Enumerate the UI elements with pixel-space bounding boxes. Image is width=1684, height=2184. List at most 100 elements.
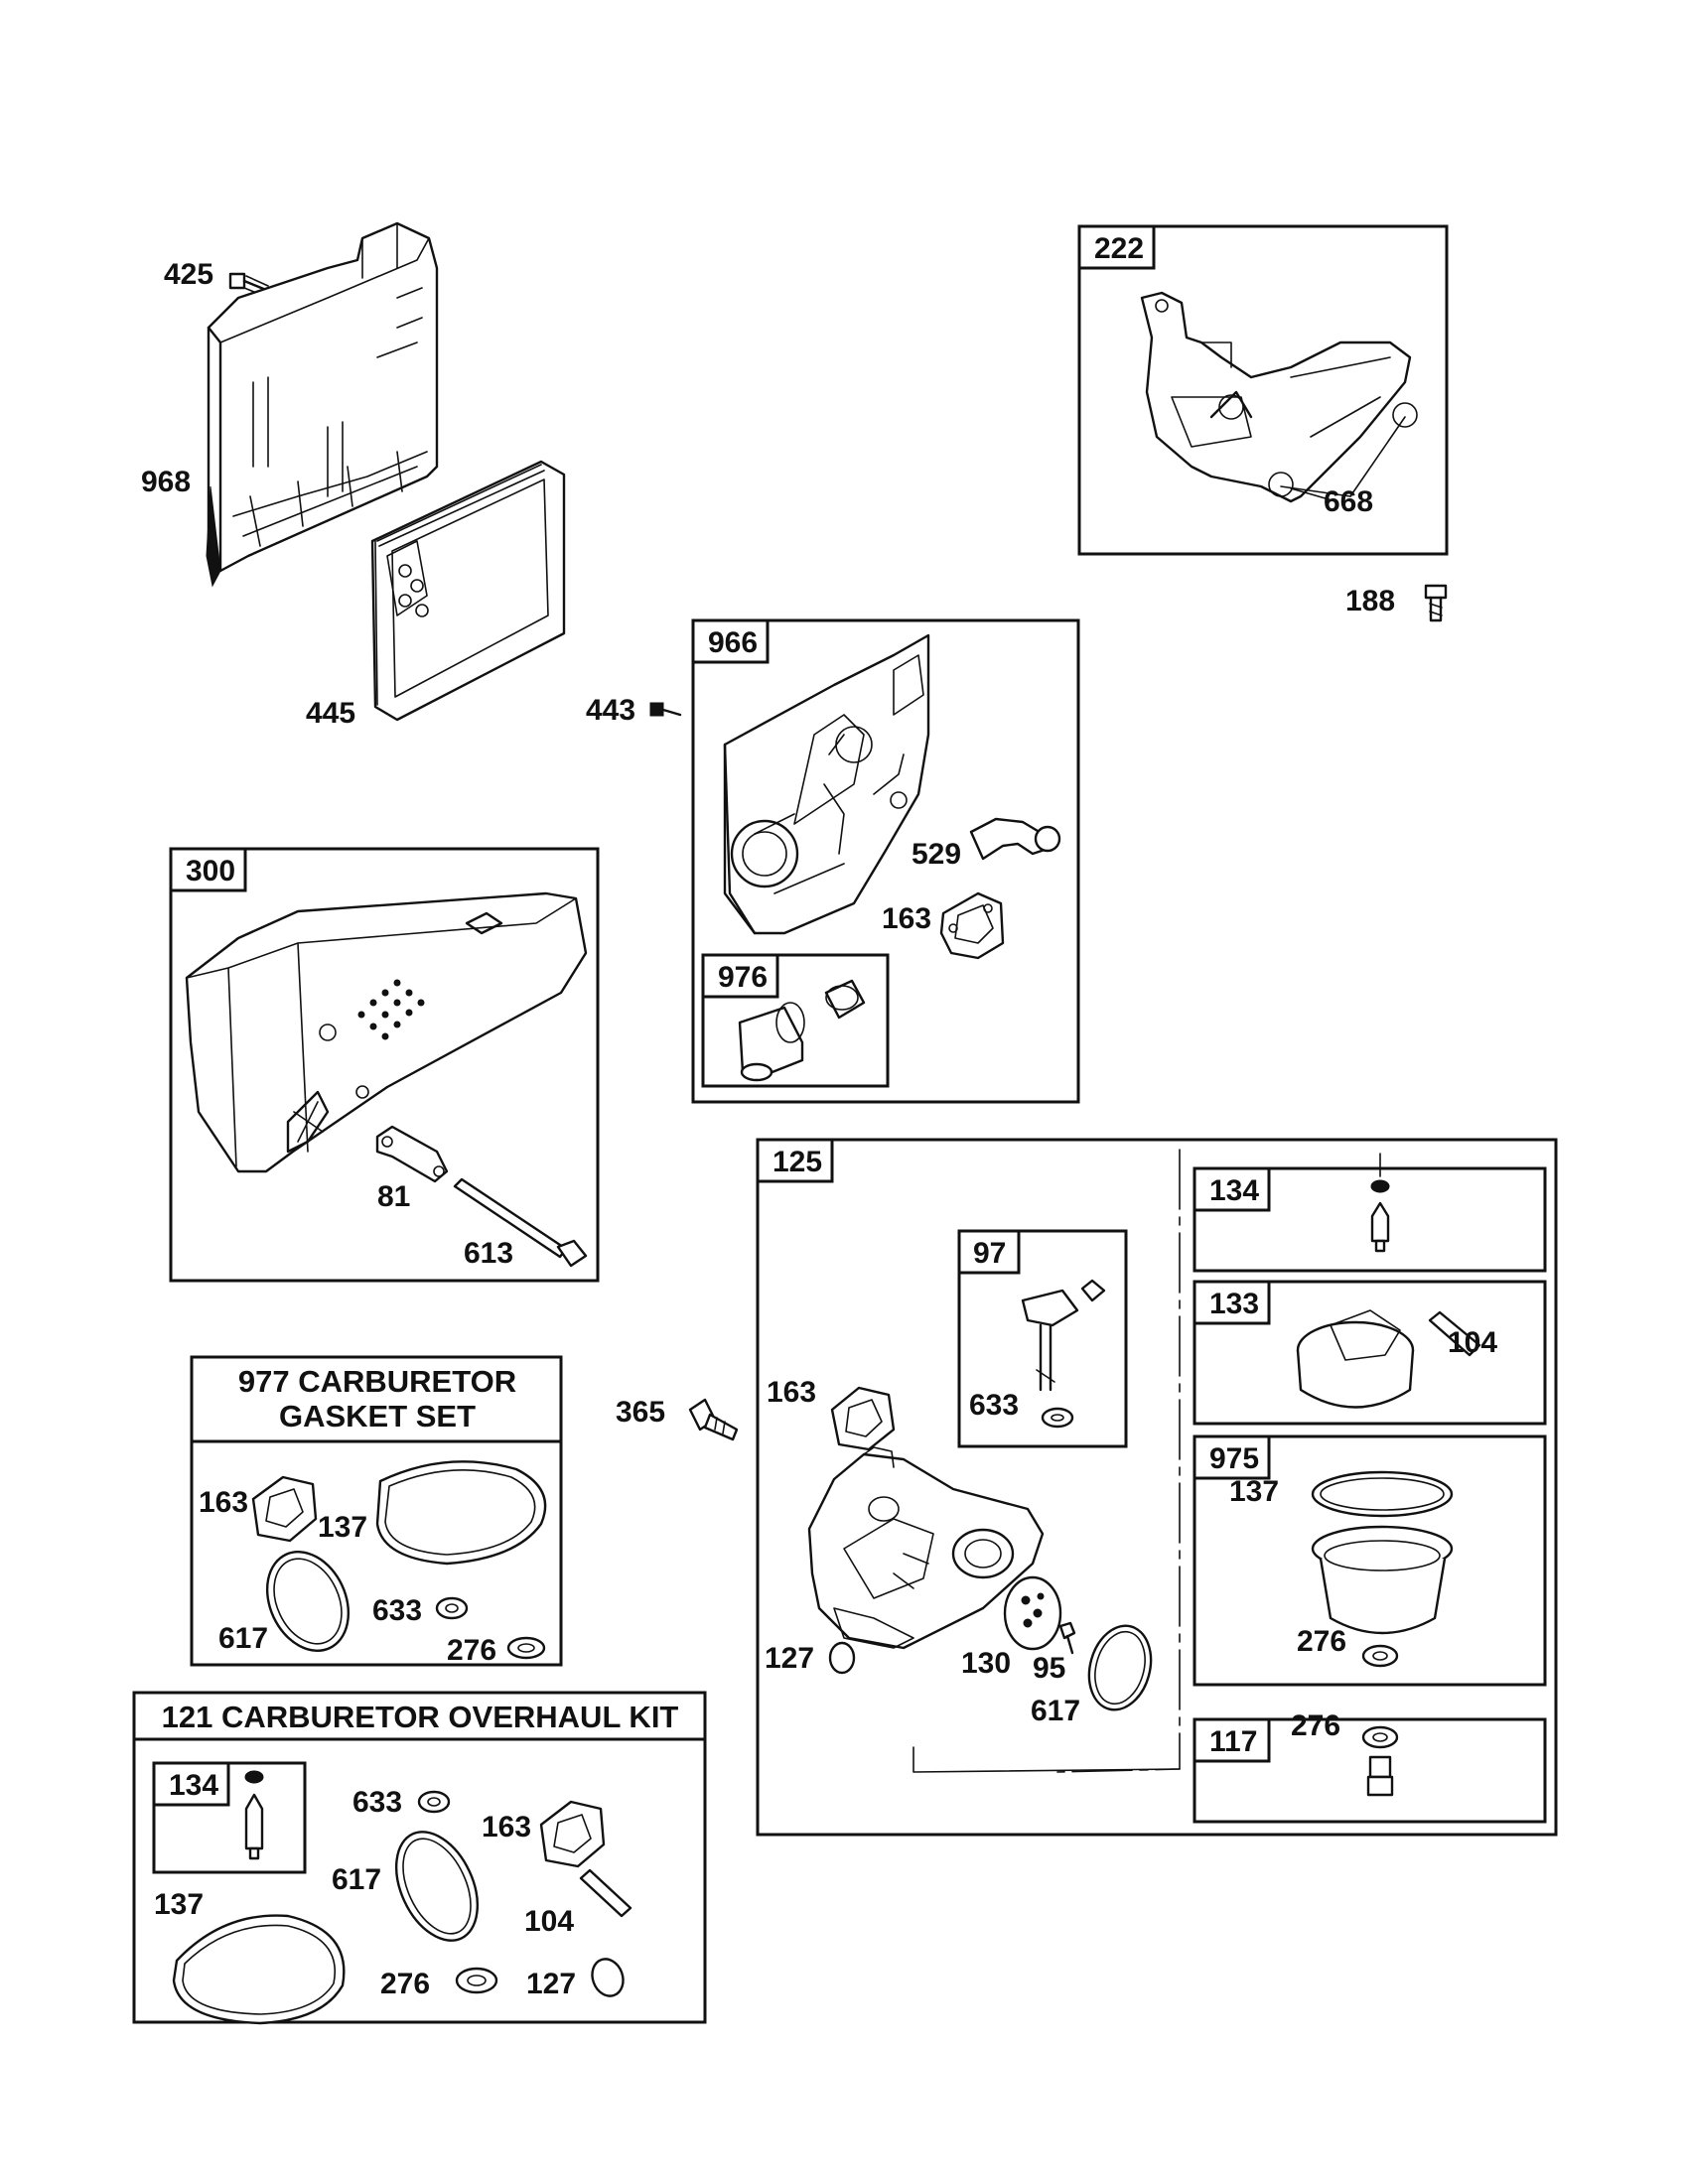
- box-977-frame: [190, 1355, 563, 1667]
- label-443: 443: [586, 694, 635, 727]
- label-104-133: 104: [1448, 1326, 1497, 1359]
- tag-975: 975: [1209, 1442, 1259, 1475]
- choke-shaft-97-icon: [1021, 1279, 1106, 1429]
- bolt-613-icon: [453, 1177, 588, 1268]
- air-cleaner-plate-966-icon: [723, 633, 930, 935]
- leader-line: [1280, 485, 1351, 497]
- breather-tube-529-icon: [969, 817, 1061, 861]
- tag-134-kit-box: [152, 1761, 230, 1807]
- gasket-163-icon: [939, 891, 1005, 960]
- tag-966: 966: [708, 626, 758, 659]
- box-300-frame: [169, 847, 600, 1283]
- tag-300-box: [169, 847, 247, 892]
- inlet-needle-134-kit-icon: [244, 1770, 264, 1860]
- washer-633-kit-icon: [417, 1790, 451, 1814]
- label-445: 445: [306, 697, 355, 730]
- bowl-screw-117-icon: [1361, 1725, 1399, 1797]
- tag-134-kit: 134: [169, 1769, 218, 1802]
- gasket-137-set-icon: [375, 1460, 547, 1566]
- box-121-frame: [132, 1691, 707, 2024]
- box-134-frame: [1193, 1166, 1547, 1273]
- inlet-needle-134-icon: [1370, 1179, 1390, 1253]
- label-276-977: 276: [447, 1634, 496, 1667]
- box-133-frame: [1193, 1280, 1547, 1426]
- tag-300: 300: [186, 855, 235, 887]
- gasket-163-set-icon: [251, 1475, 318, 1543]
- carburetor-body-icon: [807, 1446, 1045, 1650]
- bracket-222-icon: [1140, 291, 1418, 503]
- label-668: 668: [1324, 485, 1373, 518]
- gasket-137-kit-icon: [172, 1914, 346, 2025]
- tag-125: 125: [772, 1146, 822, 1178]
- tag-134: 134: [1209, 1174, 1259, 1207]
- gasket-163-carb-icon: [830, 1386, 896, 1451]
- gasket-set-title-line1: 977 CARBURETOR: [238, 1364, 516, 1399]
- washer-276-kit-icon: [455, 1967, 498, 1994]
- bracket-222-frame: [1077, 224, 1449, 556]
- label-617-125: 617: [1031, 1695, 1080, 1727]
- label-127-121: 127: [526, 1968, 576, 2000]
- label-633-121: 633: [352, 1786, 402, 1819]
- label-617-121: 617: [332, 1863, 381, 1896]
- tag-966-box: [691, 618, 770, 664]
- label-188: 188: [1345, 585, 1395, 617]
- label-617-977: 617: [218, 1622, 268, 1655]
- bolt-365-icon: [688, 1398, 739, 1441]
- label-276-117: 276: [1291, 1709, 1340, 1742]
- gasket-617-set-icon: [265, 1551, 351, 1652]
- washer-276-set-icon: [506, 1636, 546, 1660]
- label-163-125: 163: [767, 1376, 816, 1409]
- air-filter-445-icon: [370, 460, 566, 722]
- label-163-977: 163: [199, 1486, 248, 1519]
- screw-443-icon: [649, 702, 682, 717]
- label-425: 425: [164, 258, 213, 291]
- gasket-617-icon: [1087, 1624, 1153, 1711]
- label-137-121: 137: [154, 1888, 204, 1921]
- label-81: 81: [377, 1180, 410, 1213]
- box-125-frame: [756, 1138, 1558, 1837]
- label-130: 130: [961, 1647, 1011, 1680]
- tag-976: 976: [718, 961, 768, 994]
- label-95: 95: [1033, 1652, 1065, 1685]
- washer-633-set-icon: [435, 1596, 469, 1620]
- tag-133-box: [1193, 1280, 1271, 1325]
- air-cleaner-base-968-icon: [206, 221, 439, 588]
- label-633-97: 633: [969, 1389, 1019, 1422]
- heat-shield-81-icon: [375, 1125, 449, 1183]
- label-163-966: 163: [882, 902, 931, 935]
- float-133-icon: [1296, 1309, 1481, 1409]
- label-276-121: 276: [380, 1968, 430, 2000]
- tag-976-box: [701, 953, 779, 999]
- label-104-121: 104: [524, 1905, 574, 1938]
- label-529: 529: [912, 838, 961, 871]
- label-633-977: 633: [372, 1594, 422, 1627]
- label-968: 968: [141, 466, 191, 498]
- float-bowl-975-icon: [1311, 1470, 1454, 1668]
- tag-975-box: [1193, 1434, 1271, 1480]
- tag-117: 117: [1209, 1725, 1257, 1758]
- screw-95-icon: [1058, 1621, 1076, 1655]
- diaphragm-130-icon: [1003, 1575, 1062, 1651]
- gasket-617-kit-icon: [394, 1831, 480, 1942]
- breather-976-icon: [738, 979, 866, 1082]
- gasket-set-title-line2: GASKET SET: [279, 1399, 476, 1433]
- box-975-frame: [1193, 1434, 1547, 1687]
- box-976-frame: [701, 953, 890, 1088]
- tag-97-box: [957, 1229, 1021, 1275]
- plug-127-kit-icon: [591, 1958, 625, 1997]
- tag-133: 133: [1209, 1288, 1259, 1320]
- box-966-frame: [691, 618, 1080, 1104]
- label-127-125: 127: [765, 1642, 814, 1675]
- pin-104-kit-icon: [579, 1868, 632, 1918]
- label-137-977: 137: [318, 1511, 367, 1544]
- tag-117-box: [1193, 1717, 1271, 1763]
- overhaul-kit-title: 121 CARBURETOR OVERHAUL KIT: [162, 1700, 679, 1734]
- label-365: 365: [616, 1396, 665, 1429]
- label-613: 613: [464, 1237, 513, 1270]
- tag-97: 97: [973, 1237, 1006, 1270]
- tag-134-box: [1193, 1166, 1271, 1212]
- screw-188-icon: [1424, 584, 1448, 622]
- tag-125-box: [756, 1138, 834, 1183]
